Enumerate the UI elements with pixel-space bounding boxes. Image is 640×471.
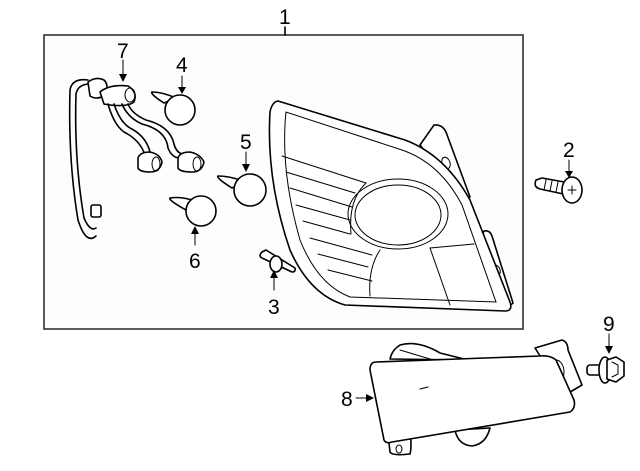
callout-3: 3 — [268, 296, 280, 319]
callout-4: 4 — [176, 54, 188, 77]
callout-8: 8 — [341, 388, 353, 411]
bulb-4 — [150, 91, 196, 126]
wire-harness-socket — [68, 77, 205, 240]
callout-9: 9 — [603, 313, 615, 336]
tail-lamp-housing — [268, 100, 514, 312]
screw-2 — [534, 176, 583, 204]
callout-5: 5 — [240, 131, 252, 154]
lamp-bracket-8 — [369, 339, 583, 456]
bolt-9 — [586, 356, 625, 384]
callout-arrows — [119, 59, 613, 402]
callout-6: 6 — [189, 250, 201, 273]
bulb-5 — [216, 173, 267, 207]
callout-1: 1 — [279, 6, 291, 29]
callout-2: 2 — [563, 139, 575, 162]
callout-7: 7 — [117, 40, 129, 63]
push-clip-3 — [259, 249, 296, 273]
bulb-6 — [169, 195, 217, 227]
